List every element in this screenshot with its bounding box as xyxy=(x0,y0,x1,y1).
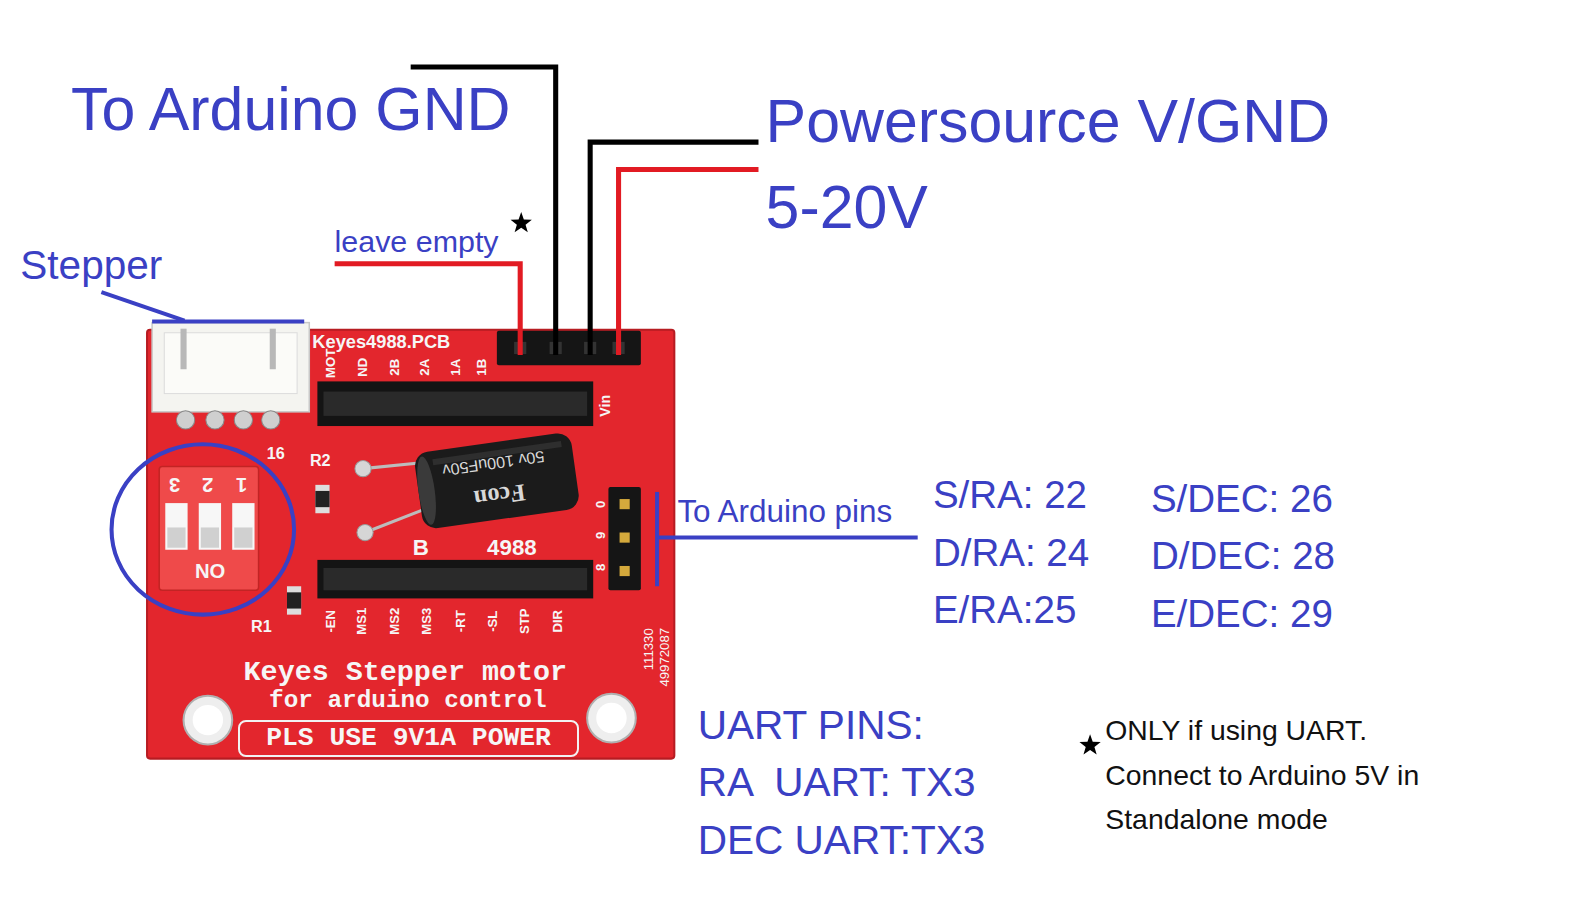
board-text: PLS USE 9V1A POWER xyxy=(266,724,551,753)
part-label: R1 xyxy=(251,618,272,636)
socket-holes xyxy=(323,392,587,416)
annotation-label: leave empty xyxy=(335,225,499,258)
power-v-wire xyxy=(619,169,759,355)
solder-pad xyxy=(355,461,371,477)
pin-label: -EN xyxy=(324,610,339,633)
capacitor xyxy=(413,432,580,530)
pin-label: ND xyxy=(356,357,371,376)
pin-number: 8 xyxy=(594,564,609,571)
serial-number: 49972087 xyxy=(658,628,673,687)
note-text: Standalone mode xyxy=(1105,804,1327,835)
driver-socket xyxy=(317,381,593,426)
capacitor-end xyxy=(414,455,440,526)
uart-assignment: DEC UART:TX3 xyxy=(698,818,986,863)
switch-slot xyxy=(199,503,221,550)
pin-label: 2A xyxy=(419,358,434,375)
mounting-hole xyxy=(184,696,233,745)
switch-lever xyxy=(201,527,219,547)
power-note-box: PLS USE 9V1A POWER xyxy=(238,720,580,757)
mounting-hole-center xyxy=(193,705,223,735)
board-text: Keyes Stepper motor xyxy=(244,657,568,688)
leader-line xyxy=(657,536,918,540)
pin-label: STP xyxy=(518,609,533,635)
board-text: for arduino control xyxy=(269,688,546,715)
connector-pin xyxy=(180,329,186,370)
annotation-label: 5-20V xyxy=(766,174,928,241)
solder-pad xyxy=(176,411,194,429)
solder-pad xyxy=(262,411,280,429)
capacitor-lead xyxy=(365,507,430,532)
star-mark xyxy=(1079,734,1100,754)
pin-label: -SL xyxy=(487,611,502,632)
pcb-board: Keyes Stepper motorfor arduino controlPL… xyxy=(147,330,674,759)
resistor-body xyxy=(315,491,329,507)
switch-lever xyxy=(167,527,185,547)
silkscreen-label: 4988 xyxy=(487,536,537,561)
note-text: ONLY if using UART. xyxy=(1105,715,1367,746)
pin-label: 1A xyxy=(449,358,464,375)
header-pin xyxy=(620,499,630,509)
pin-label: MS2 xyxy=(388,608,403,635)
pin-label: 2B xyxy=(388,358,403,375)
pin-assignment: E/DEC: 29 xyxy=(1151,593,1333,635)
pin-label: 1B xyxy=(475,358,490,375)
pcb xyxy=(147,330,674,759)
pin-assignment: S/DEC: 26 xyxy=(1151,478,1333,520)
silkscreen-label: 16 xyxy=(267,445,285,463)
dip-switch xyxy=(159,467,258,591)
pin-header xyxy=(608,487,640,590)
silkscreen-label: B xyxy=(413,536,429,561)
star-mark xyxy=(511,212,532,232)
note-text: Connect to Arduino 5V in xyxy=(1105,760,1419,791)
serial-number: 111330 xyxy=(642,628,657,670)
solder-pad xyxy=(357,524,373,540)
uart-heading: UART PINS: xyxy=(698,703,924,748)
resistor-symbol xyxy=(287,586,301,614)
resistor-body xyxy=(287,592,301,608)
pin-assignment: D/DEC: 28 xyxy=(1151,535,1335,577)
pin-assignment: S/RA: 22 xyxy=(933,474,1087,516)
switch-number: 1 xyxy=(236,474,247,496)
pin-assignment: E/RA:25 xyxy=(933,589,1076,631)
switch-number: 3 xyxy=(169,474,180,496)
switch-number: 2 xyxy=(202,474,213,496)
pin-label: -RT xyxy=(454,610,469,632)
power-gnd-wire xyxy=(590,142,758,355)
capacitor-lead xyxy=(363,463,424,469)
socket-holes xyxy=(323,568,587,590)
pin-label: MOT xyxy=(324,348,339,377)
pin-number: 9 xyxy=(594,531,609,538)
pin-label: MS1 xyxy=(355,608,370,635)
solder-pad xyxy=(234,411,252,429)
leader-line xyxy=(152,320,304,324)
pin-label: DIR xyxy=(551,610,566,633)
pin-label: Vin xyxy=(599,394,615,416)
pin-assignment: D/RA: 24 xyxy=(933,532,1089,574)
header-pin xyxy=(620,566,630,576)
resistor-symbol xyxy=(315,485,329,513)
pin-label: MS3 xyxy=(421,608,436,635)
highlight-circle xyxy=(112,444,295,614)
leader-line xyxy=(101,292,184,320)
mounting-hole-center xyxy=(596,703,626,733)
annotation-label: Stepper xyxy=(20,243,162,288)
mounting-hole xyxy=(587,694,636,743)
header-pin xyxy=(620,533,630,543)
uart-assignment: RA UART: TX3 xyxy=(698,760,976,805)
pin-number: 0 xyxy=(594,500,609,507)
capacitor-body xyxy=(413,432,580,530)
annotation-label: To Arduino GND xyxy=(71,76,511,143)
annotation-label: Powersource V/GND xyxy=(766,88,1331,155)
stepper-connector xyxy=(152,323,309,412)
part-label: R2 xyxy=(310,452,331,470)
connector-pin xyxy=(270,329,276,370)
annotation-label: To Arduino pins xyxy=(677,495,892,530)
switch-slot xyxy=(232,503,254,550)
switch-lever xyxy=(234,527,252,547)
driver-socket xyxy=(317,560,593,599)
switch-slot xyxy=(165,503,187,550)
switch-label: NO xyxy=(195,560,225,582)
solder-pad xyxy=(206,411,224,429)
